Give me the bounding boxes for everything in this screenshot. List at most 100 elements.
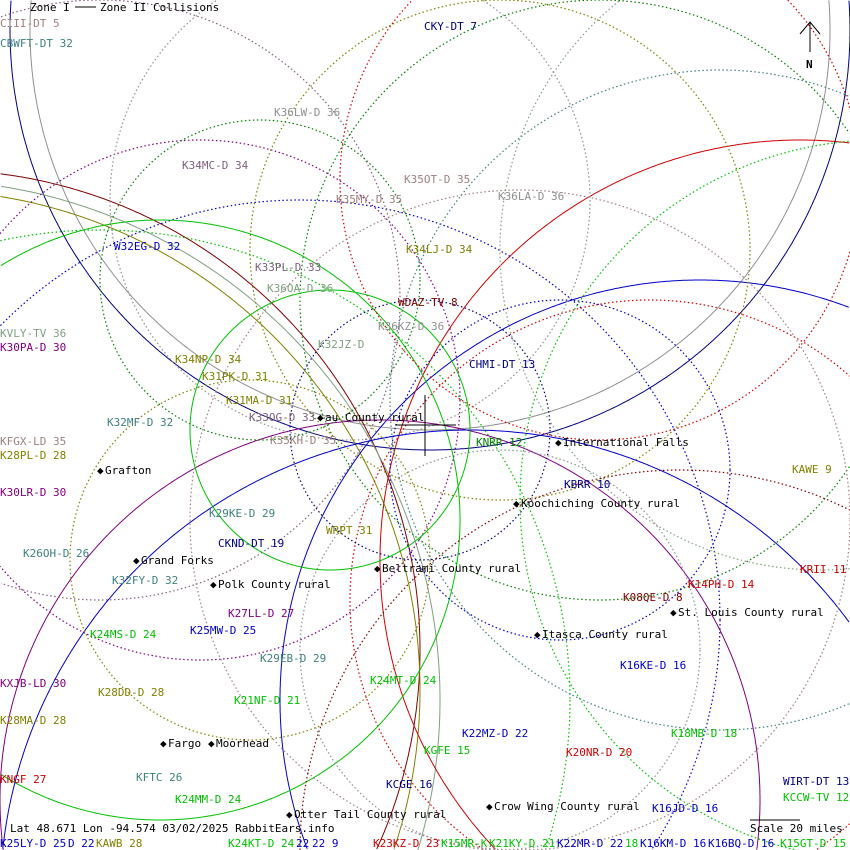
station-label[interactable]: K32JZ-D bbox=[318, 338, 364, 351]
station-label[interactable]: KXJB-LD 30 bbox=[0, 677, 66, 690]
station-label[interactable]: KNGF 27 bbox=[0, 773, 46, 786]
station-label[interactable]: W32EG-D 32 bbox=[114, 240, 180, 253]
station-label[interactable]: KCCW-TV 12 bbox=[783, 791, 849, 804]
station-label[interactable]: K21NF-D 21 bbox=[234, 694, 300, 707]
place-marker[interactable]: ◆Polk County rural bbox=[210, 578, 331, 591]
station-label[interactable]: K32MF-D 32 bbox=[107, 416, 173, 429]
place-dot-icon: ◆ bbox=[670, 606, 677, 619]
station-label[interactable]: K23KZ-D 23 bbox=[373, 837, 439, 850]
station-label[interactable]: K28PL-D 28 bbox=[0, 449, 66, 462]
station-label[interactable]: K27LL-D 27 bbox=[228, 607, 294, 620]
station-label[interactable]: K34NP-D 34 bbox=[175, 353, 242, 366]
station-label[interactable]: WIRT-DT 13 bbox=[783, 775, 849, 788]
coverage-contour bbox=[29, 0, 831, 431]
station-label[interactable]: K18MB-D 18 bbox=[671, 727, 737, 740]
station-labels: CBWFT-DT 32 CKY-DT 7 K36LW-D 36 K34MC-D 34 K… bbox=[0, 20, 849, 850]
station-label[interactable]: K08QE-D 8 bbox=[623, 591, 683, 604]
station-label[interactable]: K15GT-D 15 bbox=[780, 837, 846, 850]
station-label[interactable]: K35KH-D 35 bbox=[270, 434, 336, 447]
station-label[interactable]: K30PA-D 30 bbox=[0, 341, 66, 354]
station-label[interactable]: K20NR-D 20 bbox=[566, 746, 632, 759]
station-label[interactable]: K16BQ-D 16 bbox=[708, 837, 774, 850]
station-label[interactable]: 22 9 bbox=[312, 837, 339, 850]
station-label[interactable]: CKND-DT 19 bbox=[218, 537, 284, 550]
station-label[interactable]: 22 bbox=[296, 837, 309, 850]
station-label[interactable]: KGFE 15 bbox=[424, 744, 470, 757]
place-dot-icon: ◆ bbox=[286, 808, 293, 821]
station-label[interactable]: KNRR 12 bbox=[476, 436, 522, 449]
station-label[interactable]: K22MZ-D 22 bbox=[462, 727, 528, 740]
station-label[interactable]: K36KZ-D 36 bbox=[378, 320, 444, 333]
place-marker[interactable]: ◆Grafton bbox=[97, 464, 151, 477]
station-label[interactable]: K30LR-D 30 bbox=[0, 486, 66, 499]
coverage-contour bbox=[109, 0, 591, 441]
station-label[interactable]: K34LJ-D 34 bbox=[406, 243, 473, 256]
place-marker[interactable]: ◆Fargo bbox=[160, 737, 201, 750]
coverage-contour bbox=[1, 185, 441, 850]
station-label[interactable]: K31MA-D 31 bbox=[226, 394, 292, 407]
place-dot-icon: ◆ bbox=[133, 554, 140, 567]
place-marker[interactable]: ◆International Falls bbox=[555, 436, 689, 449]
station-label[interactable]: KBRR 10 bbox=[564, 478, 610, 491]
station-label[interactable]: CBWFT-DT 32 bbox=[0, 37, 73, 50]
station-label[interactable]: K31PK-D 31 bbox=[202, 370, 268, 383]
station-label[interactable]: K29EB-D 29 bbox=[260, 652, 326, 665]
place-label: Otter Tail County rural bbox=[294, 808, 446, 821]
station-label[interactable]: K22MR-D 22 bbox=[557, 837, 623, 850]
station-label[interactable]: K14PH-D 14 bbox=[688, 578, 755, 591]
station-label[interactable]: K25MW-D 25 bbox=[190, 624, 256, 637]
station-label[interactable]: KRII 11 bbox=[800, 563, 846, 576]
station-label[interactable]: KAWB 28 bbox=[96, 837, 142, 850]
station-label[interactable]: WRPT 31 bbox=[326, 524, 372, 537]
station-label[interactable]: K33OG-D 33 bbox=[249, 411, 315, 424]
station-label[interactable]: K36LA-D 36 bbox=[498, 190, 564, 203]
station-label[interactable]: D 22 bbox=[68, 837, 95, 850]
place-marker[interactable]: ◆St. Louis County rural bbox=[670, 606, 824, 619]
station-label[interactable]: WDAZ-TV 8 bbox=[398, 296, 458, 309]
station-label[interactable]: K21KY-D 21 bbox=[489, 837, 555, 850]
station-label[interactable]: K36OA-D 36 bbox=[267, 282, 333, 295]
place-marker[interactable]: ◆Itasca County rural bbox=[534, 628, 668, 641]
station-label[interactable]: K16KM-D 16 bbox=[640, 837, 706, 850]
station-label[interactable]: K28MA-D 28 bbox=[0, 714, 66, 727]
station-label[interactable]: K35OT-D 35 bbox=[404, 173, 470, 186]
station-label[interactable]: K15MR-K bbox=[441, 837, 488, 850]
station-label[interactable]: K29KE-D 29 bbox=[209, 507, 275, 520]
place-marker[interactable]: ◆au County rural bbox=[317, 411, 424, 424]
station-label[interactable]: K26OH-D 26 bbox=[23, 547, 89, 560]
station-label[interactable]: K28DD-D 28 bbox=[98, 686, 164, 699]
station-label[interactable]: KAWE 9 bbox=[792, 463, 832, 476]
place-label: International Falls bbox=[563, 436, 689, 449]
place-marker[interactable]: ◆Beltrami County rural bbox=[374, 562, 521, 575]
station-label[interactable]: K24MS-D 24 bbox=[90, 628, 157, 641]
station-label[interactable]: KFTC 26 bbox=[136, 771, 182, 784]
station-label[interactable]: KFGX-LD 35 bbox=[0, 435, 66, 448]
station-label[interactable]: CHMI-DT 13 bbox=[469, 358, 535, 371]
place-marker[interactable]: ◆Otter Tail County rural bbox=[286, 808, 446, 821]
place-label: Grafton bbox=[105, 464, 151, 477]
station-label[interactable]: KCGE 16 bbox=[386, 778, 432, 791]
station-label[interactable]: K24KT-D 24 bbox=[228, 837, 295, 850]
place-marker[interactable]: ◆Koochiching County rural bbox=[513, 497, 680, 510]
station-label[interactable]: K16KE-D 16 bbox=[620, 659, 686, 672]
station-label[interactable]: K34MC-D 34 bbox=[182, 159, 249, 172]
station-label[interactable]: K32FY-D 32 bbox=[112, 574, 178, 587]
station-label[interactable]: K24MT-D 24 bbox=[370, 674, 437, 687]
station-label[interactable]: KVLY-TV 36 bbox=[0, 327, 66, 340]
place-marker[interactable]: ◆Moorhead bbox=[208, 737, 269, 750]
station-label[interactable]: K16JD-D 16 bbox=[652, 802, 718, 815]
station-label[interactable]: K33PL-D 33 bbox=[255, 261, 321, 274]
station-label[interactable]: K35MY-D 35 bbox=[336, 193, 402, 206]
station-label[interactable]: K25LY-D 25 bbox=[0, 837, 66, 850]
station-label[interactable]: K36LW-D 36 bbox=[274, 106, 340, 119]
coverage-contour bbox=[389, 69, 850, 731]
station-label[interactable]: 18 bbox=[625, 837, 638, 850]
coverage-contour bbox=[0, 219, 461, 821]
station-label[interactable]: K24MM-D 24 bbox=[175, 793, 242, 806]
place-marker[interactable]: ◆Grand Forks bbox=[133, 554, 214, 567]
place-dot-icon: ◆ bbox=[374, 562, 381, 575]
place-marker[interactable]: ◆Crow Wing County rural bbox=[486, 800, 640, 813]
station-label[interactable]: CKY-DT 7 bbox=[424, 20, 477, 33]
